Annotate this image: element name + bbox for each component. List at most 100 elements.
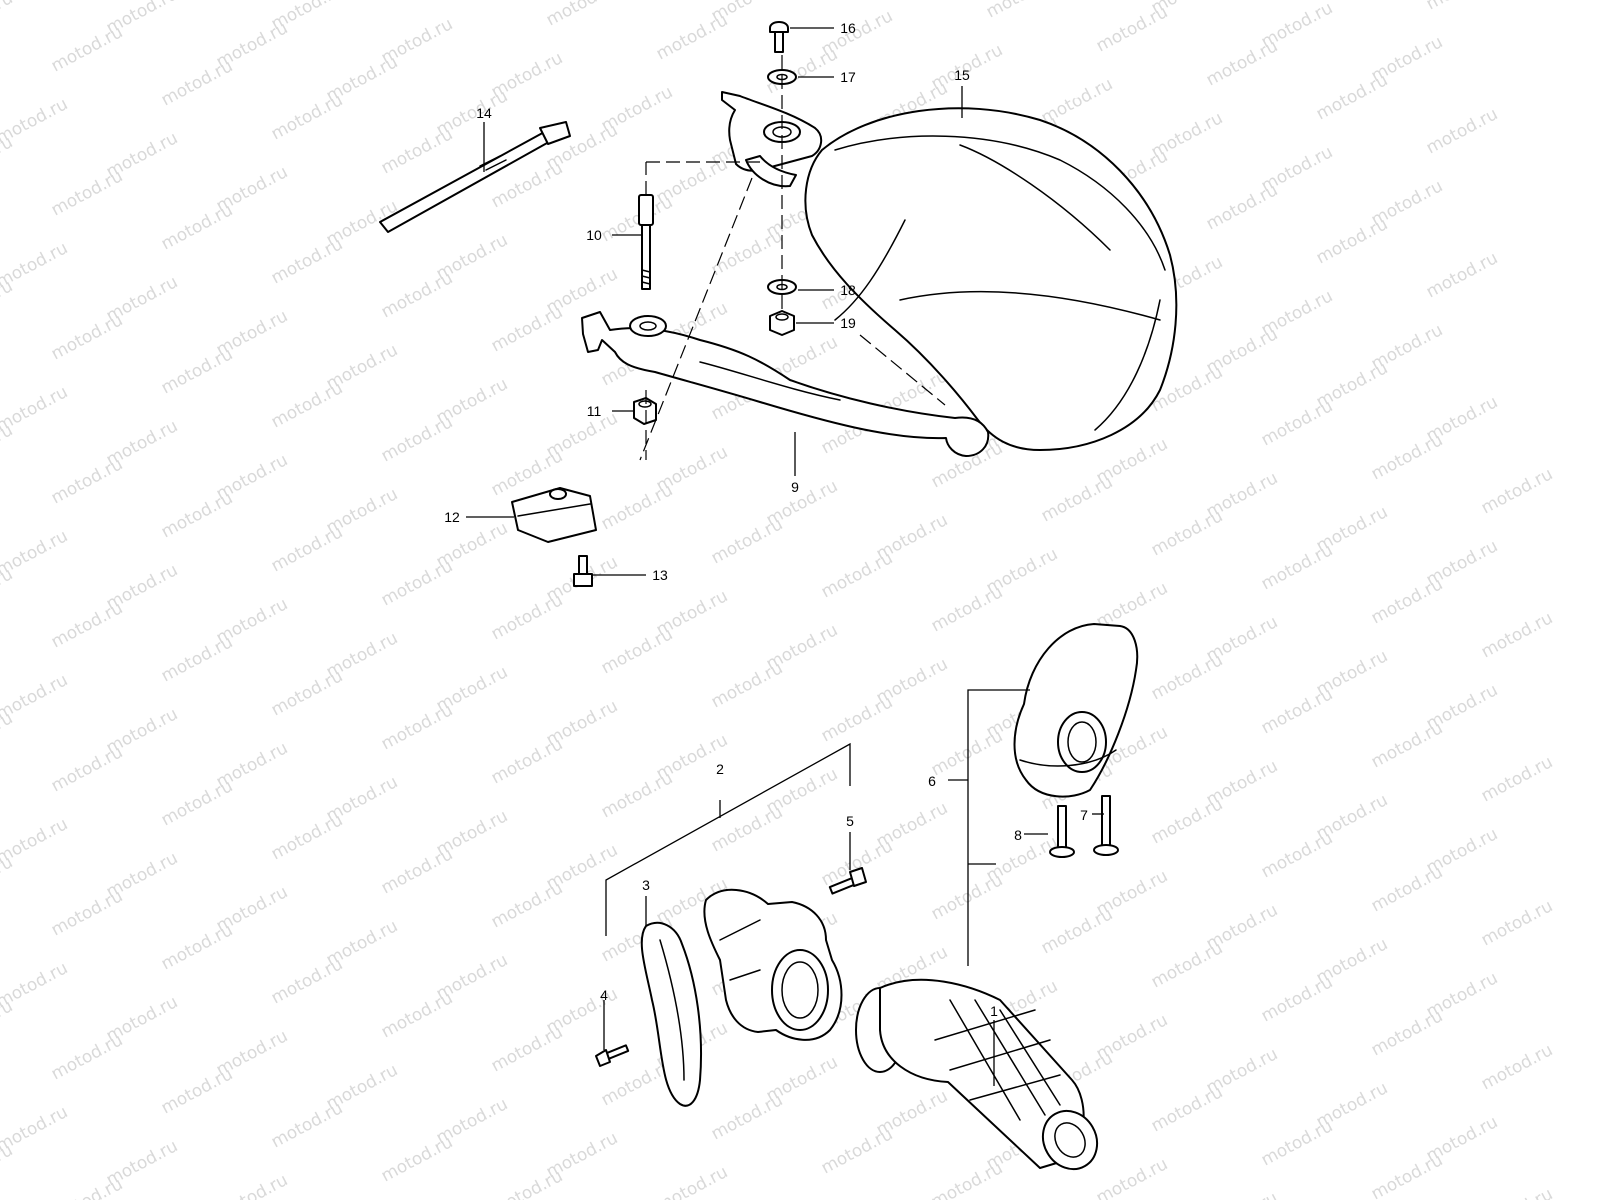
watermark-text: motod.ru [1258, 540, 1336, 594]
grip-clamp-part [1013, 623, 1139, 798]
grip-part [855, 978, 1099, 1171]
watermark-text: motod.ru [268, 90, 346, 144]
watermark-text: motod.ru [598, 192, 676, 246]
watermark-text: motod.ru [543, 0, 621, 30]
watermark-text: motod.ru [1368, 1006, 1446, 1060]
callout-13: 13 [652, 567, 668, 583]
watermark-text: motod.ru [1093, 2, 1171, 56]
watermark-text: motod.ru [1478, 608, 1556, 662]
watermark-text: motod.ru [1258, 684, 1336, 738]
watermark-text: motod.ru [1368, 718, 1446, 772]
screw-part [573, 555, 593, 587]
watermark-text: motod.ru [1258, 396, 1336, 450]
watermark-text: motod.ru [378, 988, 456, 1042]
watermark-text: motod.ru [598, 480, 676, 534]
group-bracket [967, 689, 1030, 966]
watermark-text: motod.ru [268, 810, 346, 864]
bracket-part [721, 91, 823, 188]
screw-part [1093, 795, 1119, 856]
nut-part [769, 310, 795, 336]
fwd-label: FWD [1057, 89, 1082, 105]
callout-16: 16 [840, 20, 856, 36]
watermark-text: motod.ru [1368, 574, 1446, 628]
callout-labels: 1 2 3 4 5 6 7 8 9 10 11 12 13 14 15 16 1… [444, 20, 1088, 1019]
callout-19: 19 [840, 315, 856, 331]
housing-cover-part [640, 921, 703, 1107]
watermark-text: motod.ru [378, 124, 456, 178]
watermark-text: motod.ru [1258, 828, 1336, 882]
watermark-text: motod.ru [158, 200, 236, 254]
watermark-text: motod.ru [48, 598, 126, 652]
watermark-text: motod.ru [0, 0, 16, 42]
screw-part [769, 21, 789, 53]
watermark-text: motod.ru [1478, 464, 1556, 518]
watermark-text: motod.ru [378, 700, 456, 754]
watermark-text: motod.ru [48, 310, 126, 364]
watermark-text: motod.ru [268, 1098, 346, 1152]
leader-lines [466, 27, 1104, 1086]
watermark-text: motod.ru [158, 1064, 236, 1118]
watermark-text: motod.ru [268, 522, 346, 576]
bolt-part [638, 194, 654, 290]
watermark-text: motod.ru [708, 658, 786, 712]
callout-12: 12 [444, 509, 460, 525]
watermark-text: motod.ru [928, 726, 1006, 780]
lever-part [581, 311, 990, 457]
watermark-text: motod.ru [708, 226, 786, 280]
watermark-text: motod.ru [1313, 214, 1391, 268]
watermark-text: motod.ru [1423, 104, 1501, 158]
callout-6: 6 [928, 773, 936, 789]
callout-3: 3 [642, 877, 650, 893]
callout-7: 7 [1080, 807, 1088, 823]
watermark-text: motod.ru [598, 768, 676, 822]
watermark-text: motod.ru [1148, 650, 1226, 704]
watermark-text: motod.ru [1258, 972, 1336, 1026]
watermark-text: motod.ru [983, 0, 1061, 22]
watermark-text: motod.ru [1423, 0, 1501, 14]
nut-part [633, 397, 657, 425]
watermark-text: motod.ru [818, 1124, 896, 1178]
callout-9: 9 [791, 479, 799, 495]
watermark-text: motod.ru [1478, 752, 1556, 806]
watermark-text: motod.ru [158, 776, 236, 830]
watermark-text: motod.ru [1478, 1040, 1556, 1094]
watermark-text: motod.ru [488, 734, 566, 788]
throttle-housing-part [703, 888, 843, 1041]
watermark-text: motod.ru [488, 878, 566, 932]
callout-14: 14 [476, 105, 492, 121]
cable-tie-part [379, 121, 571, 233]
watermark-text: motod.ru [928, 1158, 1006, 1200]
callout-2: 2 [716, 761, 724, 777]
watermark-text: motod.ru [928, 582, 1006, 636]
watermark-text: motod.ru [378, 556, 456, 610]
screw-part [1049, 805, 1075, 858]
watermark-text: motod.ru [378, 412, 456, 466]
watermark-text: motod.ru [48, 22, 126, 76]
forward-arrow-icon: FWD [1057, 89, 1082, 105]
watermark-text: motod.ru [378, 268, 456, 322]
watermark-text: motod.ru [1368, 862, 1446, 916]
callout-17: 17 [840, 69, 856, 85]
watermark-text: motod.ru [158, 632, 236, 686]
watermark-text: motod.ru [818, 548, 896, 602]
watermark-text: motod.ru [653, 1162, 731, 1200]
watermark-text: motod.ru [268, 234, 346, 288]
callout-15: 15 [954, 67, 970, 83]
callout-4: 4 [600, 987, 608, 1003]
screw-part [828, 867, 867, 895]
watermark-text: motod.ru [1423, 248, 1501, 302]
watermark-text: motod.ru [1038, 904, 1116, 958]
watermark-text: motod.ru [1203, 1188, 1281, 1200]
watermark-text: motod.ru [48, 886, 126, 940]
watermark-text: motod.ru [1148, 506, 1226, 560]
knuckle-guard-part [804, 107, 1178, 451]
watermark-text: motod.ru [48, 454, 126, 508]
screw-part [595, 1044, 630, 1067]
watermark-text: motod.ru [1038, 472, 1116, 526]
watermark-text: motod.ru [1148, 794, 1226, 848]
watermark-text: motod.ru [1148, 1082, 1226, 1136]
watermark-text: motod.ru [818, 692, 896, 746]
watermark-text: motod.ru [598, 624, 676, 678]
callout-1: 1 [990, 1003, 998, 1019]
